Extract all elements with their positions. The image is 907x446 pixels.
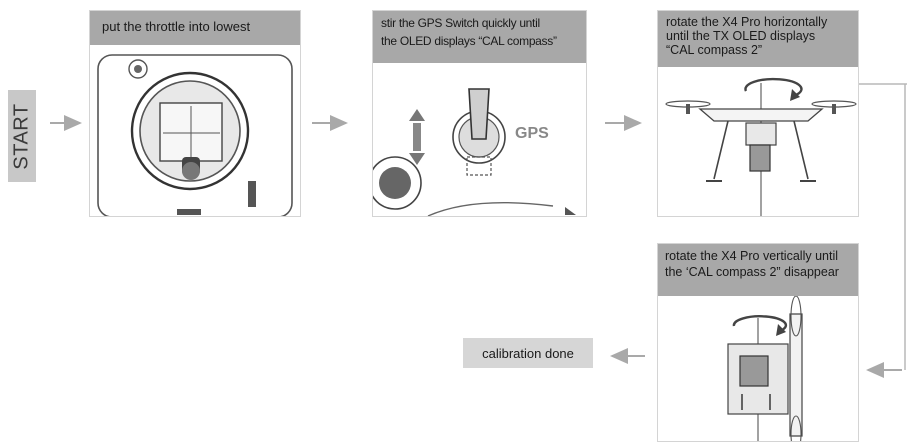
step4-panel: rotate the X4 Pro vertically until the ‘… [657,243,859,442]
gps-switch-illustration [373,88,576,216]
step3-caption: rotate the X4 Pro horizontally until the… [658,11,858,67]
step2-caption: stir the GPS Switch quickly until the OL… [373,11,586,63]
rotate-vertical-icon [732,315,788,332]
calibration-done-label: calibration done [482,345,574,361]
gps-switch-label: GPS [515,125,549,142]
step1-panel: put the throttle into lowest [89,10,301,217]
calibration-done-box: calibration done [463,338,593,368]
drone-vertical-illustration [727,295,803,441]
transmitter-illustration [97,54,293,216]
up-down-arrow-icon [409,109,425,165]
step1-caption: put the throttle into lowest [90,11,300,45]
step4-caption: rotate the X4 Pro vertically until the ‘… [658,244,858,296]
step2-panel: GPS stir the GPS Switch quickly until th… [372,10,587,217]
start-label-box: START [8,90,36,182]
step3-panel: rotate the X4 Pro horizontally until the… [657,10,859,217]
rotate-horizontal-icon [744,77,803,97]
drone-horizontal-illustration [665,77,857,216]
